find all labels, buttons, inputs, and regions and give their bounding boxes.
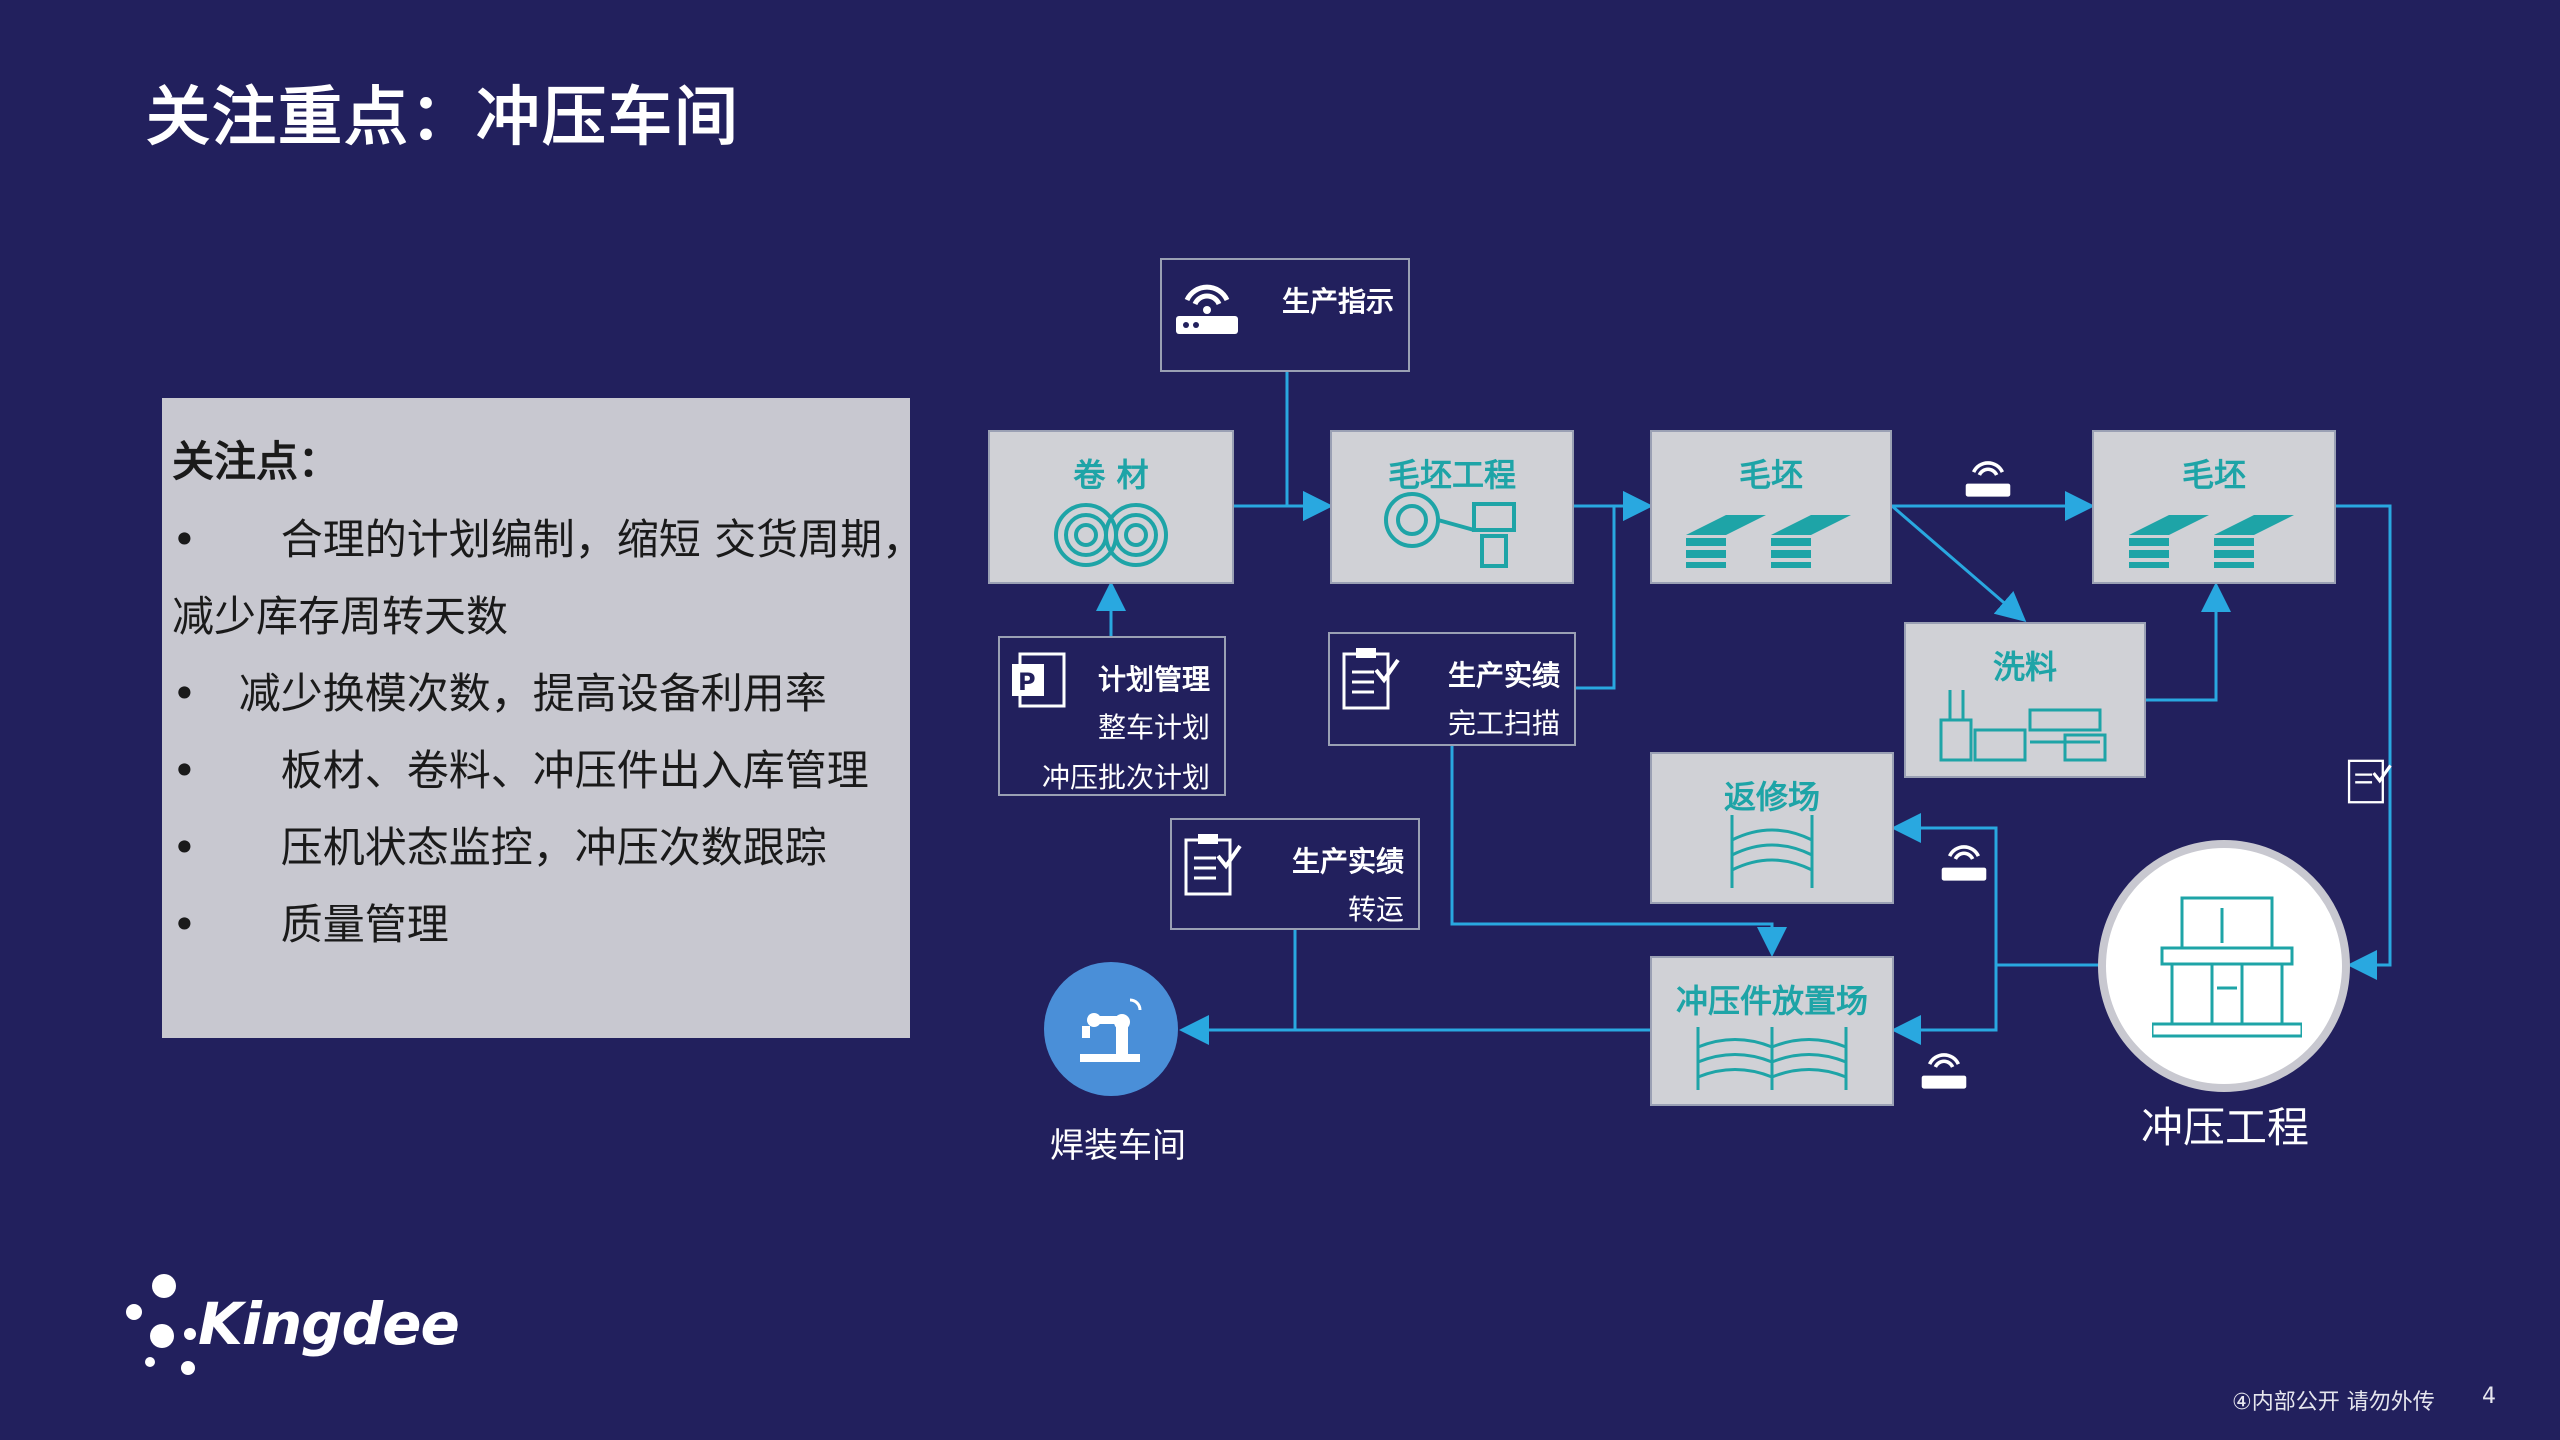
panel-line: • 减少换模次数，提高设备利用率 — [172, 669, 827, 718]
connector — [1891, 504, 2027, 622]
panel-line: • 板材、卷料、冲压件出入库管理 — [172, 746, 869, 795]
page-number: 4 — [2482, 1384, 2496, 1409]
confidentiality-notice: ④内部公开 请勿外传 — [2232, 1390, 2435, 1415]
plan-management-box: P 计划管理 整车计划 冲压批次计划 — [998, 636, 1226, 796]
checklist-icon — [1182, 832, 1242, 902]
connector — [1891, 813, 2100, 967]
blank-process-node: 毛坯工程 — [1330, 430, 1574, 584]
wash-label: 洗料 — [1992, 648, 2057, 686]
stamping-press-icon — [2150, 888, 2304, 1052]
page-title: 关注重点：冲压车间 — [146, 81, 740, 155]
perf1-line: 完工扫描 — [1447, 707, 1560, 740]
router-icon — [1172, 272, 1242, 340]
panel-heading: 关注点： — [172, 437, 341, 486]
blank-label-1: 毛坯 — [1738, 456, 1803, 494]
washer-icon — [1935, 680, 2115, 768]
connector — [1450, 746, 1787, 957]
logo-text: Kingdee — [198, 1290, 460, 1358]
connector — [2336, 504, 2392, 980]
panel-line: • 质量管理 — [172, 900, 449, 949]
logo-dots-icon — [126, 1274, 196, 1375]
connector — [1891, 965, 1998, 1045]
checklist-icon — [1340, 646, 1400, 716]
instruction-label: 生产指示 — [1281, 285, 1394, 318]
rack-icon — [1722, 810, 1822, 894]
welding-workshop-circle — [1044, 962, 1178, 1096]
production-instruction-box: 生产指示 — [1160, 258, 1410, 372]
plan-line-2: 冲压批次计划 — [1041, 761, 1210, 794]
connector — [1576, 491, 1653, 690]
blank-node-2: 毛坯 — [2092, 430, 2336, 584]
sheet-stack-icon — [1681, 500, 1861, 574]
wash-node: 洗料 — [1904, 622, 2146, 778]
storage-label: 冲压件放置场 — [1675, 982, 1868, 1020]
blank-node-1: 毛坯 — [1650, 430, 1892, 584]
checklist-icon — [2346, 754, 2392, 810]
blank-process-label: 毛坯工程 — [1387, 456, 1516, 494]
panel-line: 减少库存周转天数 — [172, 592, 509, 641]
production-performance-box-2: 生产实绩 转运 — [1170, 818, 1420, 930]
press-icon — [1382, 490, 1522, 574]
robot-arm-icon — [1072, 990, 1152, 1074]
router-icon — [1936, 836, 1992, 886]
connector — [2146, 582, 2231, 702]
focus-panel: 关注点： • 合理的计划编制，缩短 交货周期， 减少库存周转天数 • 减少换模次… — [162, 398, 925, 1038]
production-performance-box-1: 生产实绩 完工扫描 — [1328, 632, 1576, 746]
stamping-process-circle — [2098, 840, 2350, 1092]
router-icon — [1960, 452, 2016, 502]
coil-icon — [1051, 500, 1171, 574]
plan-title: 计划管理 — [1097, 663, 1210, 696]
blank-label-2: 毛坯 — [2181, 456, 2246, 494]
storage-node: 冲压件放置场 — [1650, 956, 1894, 1106]
coil-label: 卷 材 — [1073, 456, 1149, 494]
perf1-title: 生产实绩 — [1447, 659, 1560, 692]
panel-line: • 压机状态监控，冲压次数跟踪 — [172, 823, 827, 872]
perf2-title: 生产实绩 — [1291, 845, 1404, 878]
panel-line: • 合理的计划编制，缩短 交货周期， — [172, 515, 925, 564]
rack-icon — [1692, 1022, 1852, 1096]
plan-line-1: 整车计划 — [1097, 711, 1210, 744]
coil-node: 卷 材 — [988, 430, 1234, 584]
welding-caption: 焊装车间 — [1050, 1126, 1186, 1166]
repair-label: 返修场 — [1723, 778, 1820, 816]
connector — [1285, 372, 1333, 521]
svg-text:P: P — [1018, 668, 1036, 696]
repair-node: 返修场 — [1650, 752, 1894, 904]
stamping-caption: 冲压工程 — [2140, 1103, 2309, 1152]
router-icon — [1916, 1044, 1972, 1094]
project-icon: P — [1010, 650, 1070, 714]
perf2-line: 转运 — [1347, 893, 1404, 926]
sheet-stack-icon — [2124, 500, 2304, 574]
